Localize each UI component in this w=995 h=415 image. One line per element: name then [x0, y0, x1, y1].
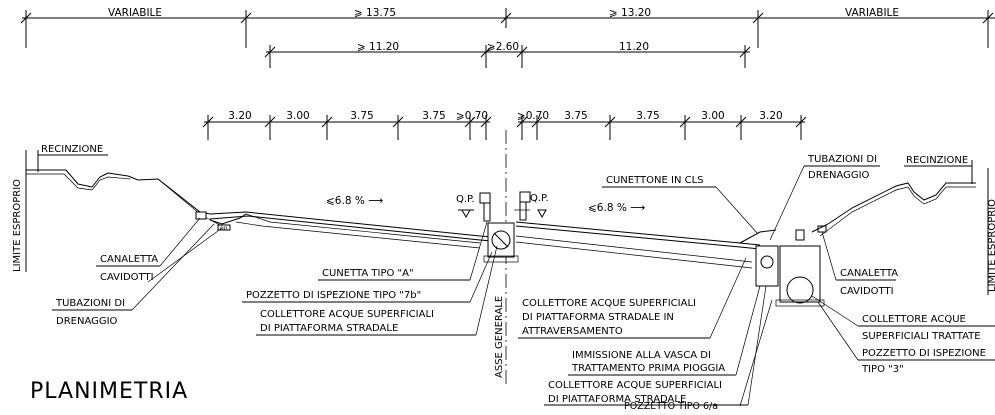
collettore-tratt-1: COLLETTORE ACQUE	[862, 314, 966, 325]
cavidotti-right: CAVIDOTTI	[840, 286, 894, 297]
canaletta-left: CANALETTA	[100, 254, 158, 265]
recinzione-right: RECINZIONE	[906, 155, 968, 166]
dim-lane-l1: 3.20	[228, 110, 251, 122]
pozzetto-3-1: POZZETTO DI ISPEZIONE	[862, 348, 986, 359]
canaletta-right: CANALETTA	[840, 268, 898, 279]
attrav-1: COLLETTORE ACQUE SUPERFICIALI	[522, 298, 696, 309]
left-terrain: LIMITE ESPROPRIO RECINZIONE oo	[12, 144, 247, 272]
attrav-2: DI PIATTAFORMA STRADALE IN	[522, 312, 674, 323]
dimension-row-top: VARIABILE ⩾ 13.75 ⩾ 13.20 VARIABILE	[20, 7, 995, 48]
cavidotti-left: CAVIDOTTI	[100, 272, 154, 283]
dim-lane-r5: 3.20	[759, 110, 782, 122]
tubazioni-right-2: DRENAGGIO	[808, 170, 870, 181]
dim-top-2: ⩾ 13.75	[354, 7, 396, 19]
right-terrain: RECINZIONE LIMITE ESPROPRIO	[811, 155, 995, 295]
tubazioni-right-1: TUBAZIONI DI	[807, 154, 877, 165]
axis-label: ASSE GENERALE	[494, 296, 505, 378]
tubazioni-left-1: TUBAZIONI DI	[55, 298, 125, 309]
attrav-3: ATTRAVERSAMENTO	[522, 326, 623, 337]
collettore-mid-2: DI PIATTAFORMA STRADALE	[548, 394, 686, 405]
pozzetto-3-2: TIPO "3"	[861, 364, 904, 375]
tubazioni-left-2: DRENAGGIO	[56, 316, 118, 327]
dim-top-4: VARIABILE	[845, 7, 899, 19]
dim-second-3: 11.20	[619, 41, 649, 53]
collettore-tratt-2: SUPERFICIALI TRATTATE	[862, 331, 981, 342]
dim-second-2: ⩾2.60	[487, 41, 519, 53]
dim-lane-r2: 3.75	[564, 110, 587, 122]
recinzione-left: RECINZIONE	[41, 144, 103, 155]
right-labels: CUNETTONE IN CLS TUBAZIONI DI DRENAGGIO …	[518, 154, 995, 412]
dim-top-1: VARIABILE	[108, 7, 162, 19]
dim-lane-r3: 3.75	[636, 110, 659, 122]
cavidotti-marker-left: oo	[220, 225, 228, 232]
right-carriageway: Q.P. ⩽6.8 % ⟶	[514, 191, 827, 307]
immissione-1: IMMISSIONE ALLA VASCA DI	[572, 350, 711, 361]
slope-right: ⩽6.8 % ⟶	[588, 202, 645, 214]
pozzetto-6a-label: POZZETTO TIPO 6/a	[624, 401, 718, 412]
dim-lane-r1: ⩾0.70	[517, 110, 549, 122]
limite-esproprio-right: LIMITE ESPROPRIO	[987, 199, 995, 292]
dim-lane-l4: 3.75	[422, 110, 445, 122]
dim-lane-l3: 3.75	[350, 110, 373, 122]
qp-left: Q.P.	[456, 194, 475, 205]
collettore-mid-1: COLLETTORE ACQUE SUPERFICIALI	[548, 380, 722, 391]
cunettone-label: CUNETTONE IN CLS	[606, 175, 704, 186]
dim-lane-l5: ⩾0.70	[456, 110, 488, 122]
cunetta-label: CUNETTA TIPO "A"	[322, 268, 414, 279]
dimension-row-lanes: 3.20 3.00 3.75 3.75 ⩾0.70 ⩾0.70 3.75 3.7…	[202, 110, 807, 140]
dimension-row-second: ⩾ 11.20 ⩾2.60 11.20	[264, 41, 751, 68]
dim-top-3: ⩾ 13.20	[609, 7, 651, 19]
collettore-left-2: DI PIATTAFORMA STRADALE	[260, 323, 398, 334]
collettore-left-1: COLLETTORE ACQUE SUPERFICIALI	[260, 309, 434, 320]
dim-lane-r4: 3.00	[701, 110, 724, 122]
left-labels: CANALETTA CAVIDOTTI TUBAZIONI DI DRENAGG…	[52, 217, 498, 336]
dim-second-1: ⩾ 11.20	[357, 41, 399, 53]
drawing-title: PLANIMETRIA	[30, 379, 188, 404]
dim-lane-l2: 3.00	[286, 110, 309, 122]
immissione-2: TRATTAMENTO PRIMA PIOGGIA	[571, 363, 725, 374]
slope-left: ⩽6.8 % ⟶	[326, 195, 383, 207]
limite-esproprio-left: LIMITE ESPROPRIO	[12, 179, 23, 272]
pozzetto-7b-label: POZZETTO DI ISPEZIONE TIPO "7b"	[246, 290, 421, 301]
qp-right: Q.P.	[530, 193, 549, 204]
left-carriageway: ⩽6.8 % ⟶ Q.P.	[209, 192, 519, 263]
